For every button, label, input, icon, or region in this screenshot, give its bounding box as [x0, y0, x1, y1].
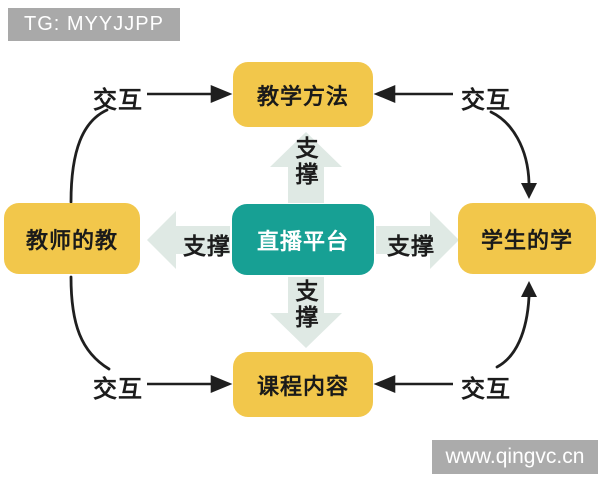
interaction-arrow-bottomleft-head	[210, 375, 233, 393]
interaction-label-top-right: 交互	[461, 87, 511, 114]
interaction-label-bottom-left: 交互	[93, 376, 143, 403]
interaction-curve-bottomleft	[69, 275, 111, 371]
support-arrow-left	[147, 211, 230, 269]
support-arrow-down	[270, 277, 342, 348]
node-live-platform: 直播平台	[232, 204, 374, 275]
interaction-curve-bottomright	[495, 295, 531, 369]
interaction-label-top-left: 交互	[93, 87, 143, 114]
support-label-down: 支撑	[292, 279, 318, 331]
interaction-arrow-bottomright-head	[373, 375, 396, 393]
interaction-curve-bottomright-head	[521, 281, 537, 297]
interaction-arrow-topleft-head	[210, 85, 233, 103]
node-teaching-methods: 教学方法	[233, 62, 373, 127]
tg-watermark-label: TG: MYYJJPP	[8, 8, 180, 41]
interaction-curve-topright	[489, 110, 531, 185]
support-label-left: 支撑	[183, 233, 231, 259]
site-watermark-label: www.qingvc.cn	[432, 440, 598, 474]
interaction-arrow-topright-head	[373, 85, 396, 103]
support-label-right: 支撑	[387, 233, 435, 259]
interaction-label-bottom-right: 交互	[461, 376, 511, 403]
support-arrow-right	[376, 211, 459, 269]
node-student-learning: 学生的学	[458, 203, 596, 274]
node-course-content: 课程内容	[233, 352, 373, 417]
support-arrow-up	[270, 132, 342, 203]
node-teacher-teaching: 教师的教	[4, 203, 140, 274]
support-label-up: 支撑	[292, 136, 318, 188]
interaction-curve-topright-head	[521, 183, 537, 199]
interaction-curve-topleft	[69, 108, 109, 204]
